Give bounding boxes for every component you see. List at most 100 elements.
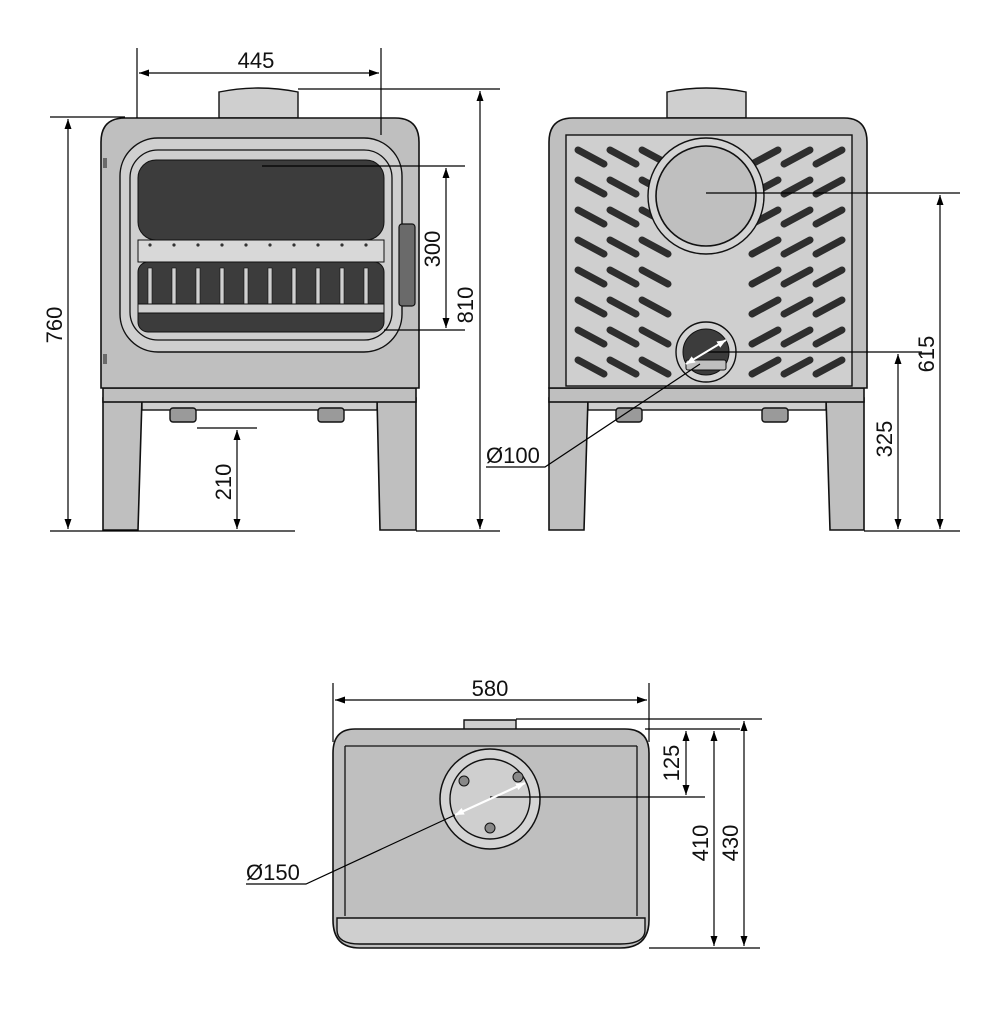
chevron-rib <box>780 176 814 198</box>
fire-bar <box>243 267 249 305</box>
chevron-rib <box>638 326 672 348</box>
front-foot-block-right <box>317 407 345 423</box>
fire-bar <box>363 267 369 305</box>
chevron-rib <box>606 146 640 168</box>
fire-bar <box>147 267 153 305</box>
front-left-leg <box>102 397 143 531</box>
chevron-rib <box>780 326 814 348</box>
front-hinge-bottom <box>103 354 107 364</box>
chevron-rib <box>638 266 672 288</box>
dim-height-760: 760 <box>42 307 67 344</box>
dim-air-inlet-diameter: Ø100 <box>486 443 540 468</box>
chevron-rib <box>812 356 846 378</box>
chevron-rib <box>574 146 608 168</box>
chevron-rib <box>574 326 608 348</box>
chevron-rib <box>780 206 814 228</box>
dim-top-width-580: 580 <box>472 676 509 701</box>
chevron-rib <box>638 236 672 258</box>
front-grate-rail <box>137 303 385 314</box>
airwash-hole <box>148 243 152 247</box>
chevron-rib <box>780 356 814 378</box>
airwash-hole <box>220 243 224 247</box>
front-fire-bars <box>147 243 369 305</box>
chevron-rib <box>606 326 640 348</box>
chevron-rib <box>574 176 608 198</box>
front-door-handle[interactable] <box>398 223 416 307</box>
dimension-labels: 445 760 810 300 210 615 325 Ø100 580 125… <box>42 48 939 885</box>
dim-depth-430: 430 <box>718 825 743 862</box>
chevron-rib <box>606 206 640 228</box>
fire-bar <box>219 267 225 305</box>
chevron-rib <box>812 296 846 318</box>
dimension-lines <box>50 48 960 949</box>
chevron-rib <box>748 266 782 288</box>
chevron-rib <box>748 326 782 348</box>
airwash-hole <box>244 243 248 247</box>
front-base-band <box>102 387 417 403</box>
chevron-rib <box>606 266 640 288</box>
chevron-rib <box>606 296 640 318</box>
chevron-rib <box>606 176 640 198</box>
chevron-rib <box>748 146 782 168</box>
back-flue-outlet-cover <box>655 145 757 247</box>
chevron-rib <box>780 236 814 258</box>
front-view <box>100 87 420 531</box>
airwash-hole <box>364 243 368 247</box>
dim-height-810: 810 <box>453 287 478 324</box>
back-right-leg <box>825 397 865 531</box>
chevron-rib <box>780 266 814 288</box>
chevron-rib <box>748 296 782 318</box>
airwash-hole <box>340 243 344 247</box>
chevron-rib <box>574 296 608 318</box>
chevron-rib <box>812 146 846 168</box>
back-base-band <box>548 387 865 403</box>
chevron-rib <box>574 206 608 228</box>
fire-bar <box>195 267 201 305</box>
chevron-rib <box>812 176 846 198</box>
dim-flue-diameter: Ø150 <box>246 860 300 885</box>
front-right-leg <box>376 397 417 531</box>
dim-back-615: 615 <box>914 336 939 373</box>
chevron-rib <box>780 146 814 168</box>
dim-legs-210: 210 <box>211 464 236 501</box>
dim-front-width: 445 <box>238 48 275 73</box>
chevron-rib <box>812 206 846 228</box>
chevron-rib <box>748 236 782 258</box>
dim-depth-410: 410 <box>688 825 713 862</box>
fire-bar <box>315 267 321 305</box>
chevron-rib <box>606 236 640 258</box>
chevron-rib <box>638 356 672 378</box>
back-view <box>548 87 868 531</box>
airwash-hole <box>196 243 200 247</box>
dim-glass-300: 300 <box>420 231 445 268</box>
chevron-rib <box>780 296 814 318</box>
chevron-rib <box>638 296 672 318</box>
front-foot-block-left <box>169 407 197 423</box>
chevron-rib <box>574 236 608 258</box>
top-flue-bolt-left <box>458 775 470 787</box>
chevron-rib <box>748 356 782 378</box>
front-hinge-top <box>103 158 107 168</box>
fire-bar <box>339 267 345 305</box>
chevron-rib <box>812 266 846 288</box>
front-flue-collar <box>218 87 299 119</box>
fire-bar <box>267 267 273 305</box>
fire-bar <box>291 267 297 305</box>
back-foot-block-left <box>615 407 643 423</box>
dim-depth-125: 125 <box>659 745 684 782</box>
chevron-rib <box>606 356 640 378</box>
chevron-rib <box>574 356 608 378</box>
top-view <box>332 719 650 949</box>
top-flue-bolt-bottom <box>484 822 496 834</box>
front-glass <box>137 159 385 241</box>
chevron-rib <box>812 236 846 258</box>
airwash-hole <box>292 243 296 247</box>
top-flue-bolt-right <box>512 771 524 783</box>
airwash-hole <box>316 243 320 247</box>
back-left-leg <box>548 397 589 531</box>
dim-back-325: 325 <box>872 421 897 458</box>
back-foot-block-right <box>761 407 789 423</box>
airwash-hole <box>268 243 272 247</box>
fire-bar <box>171 267 177 305</box>
